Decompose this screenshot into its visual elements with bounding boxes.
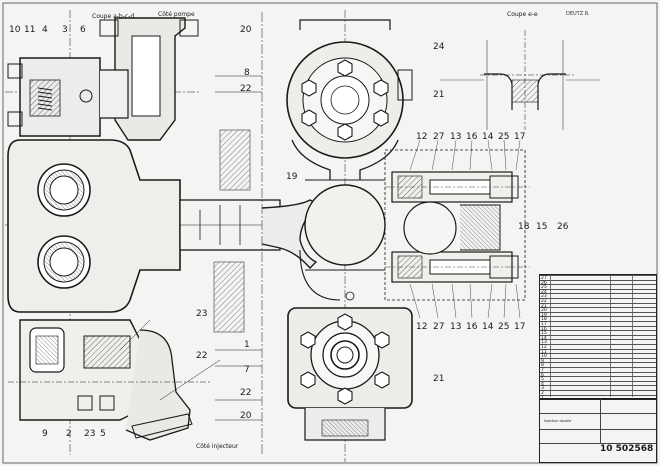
callout-14-top: 14 [482, 132, 494, 142]
parts-list-number: 12 [541, 345, 547, 350]
callout-22-top: 22 [240, 84, 252, 94]
callout-12-bottom: 12 [416, 322, 428, 332]
parts-list-number: 10 [541, 354, 547, 360]
callout-27-top: 27 [433, 132, 445, 142]
title-coupe-ee: Coupe e-e [507, 11, 538, 18]
callout-16-bottom: 16 [466, 322, 478, 332]
callout-21-bottom: 21 [433, 374, 445, 384]
parts-list-number: 8 [541, 363, 544, 369]
callout-27-bottom: 27 [433, 322, 445, 332]
callout-13-bottom: 13 [450, 322, 462, 332]
callout-12-top: 12 [416, 132, 428, 142]
callout-13-top: 13 [450, 132, 462, 142]
callout-8: 8 [244, 68, 250, 78]
parts-list-number: 14 [541, 335, 547, 341]
callout-4: 4 [42, 25, 48, 35]
callout-2: 2 [66, 429, 72, 439]
parts-list-number: 4 [541, 381, 544, 387]
callout-19: 19 [286, 172, 298, 182]
callout-15: 15 [536, 222, 548, 232]
callout-23-mid: 23 [196, 309, 208, 319]
callout-5: 5 [100, 429, 106, 439]
title-coupe-abcd: Coupe a-b-c-d [92, 13, 135, 20]
callout-6: 6 [80, 25, 86, 35]
callout-23-bottom: 23 [84, 429, 96, 439]
callout-25-bottom: 25 [498, 322, 510, 332]
callout-21-top: 21 [433, 90, 445, 100]
callout-20-top: 20 [240, 25, 252, 35]
callout-9: 9 [42, 429, 48, 439]
callout-16-top: 16 [466, 132, 478, 142]
parts-list-number: 23 [541, 294, 547, 300]
parts-list-number: 22 [541, 299, 547, 304]
title-cote-injecteur: Côté injecteur [196, 443, 239, 450]
parts-list-number: 9 [541, 358, 544, 364]
callout-20-bottom: 20 [240, 411, 252, 421]
parts-list-number: 19 [541, 312, 547, 318]
callout-17-bottom: 17 [514, 322, 526, 332]
parts-list-number: 21 [541, 303, 547, 309]
parts-list-number: 18 [541, 317, 547, 323]
parts-list-number: 13 [541, 340, 547, 346]
parts-list-number: 3 [541, 386, 544, 392]
title-block-header: DEUTZ R. [566, 11, 590, 17]
right-section-view [384, 139, 530, 319]
title-block-subtitle: Injection double [544, 419, 572, 423]
callout-24: 24 [433, 42, 445, 52]
parts-list-number: 17 [541, 322, 547, 327]
callout-14-bottom: 14 [482, 322, 494, 332]
callout-26: 26 [557, 222, 569, 232]
parts-list-table: 27 26 25 24 23 22 21 20 19 18 17 16 15 1… [539, 274, 657, 401]
parts-list-number: 7 [541, 368, 544, 373]
middle-front-view [286, 10, 413, 462]
callout-18: 18 [518, 222, 530, 232]
parts-list-number: 26 [541, 280, 547, 286]
parts-list-number: 2 [541, 391, 544, 396]
callout-10: 10 [9, 25, 21, 35]
callout-11: 11 [24, 25, 36, 35]
callout-17-top: 17 [514, 132, 526, 142]
parts-list-number: 11 [541, 349, 547, 355]
title-block: Injection double [539, 398, 657, 463]
parts-list-number: 5 [541, 377, 544, 383]
left-section-view [5, 10, 320, 455]
parts-list-number: 6 [541, 372, 544, 378]
callout-22-bottom: 22 [240, 388, 252, 398]
parts-list-number: 25 [541, 285, 547, 291]
drawing-number: 10 502568 [600, 444, 654, 454]
callout-1: 1 [244, 340, 250, 350]
callout-7: 7 [244, 365, 250, 375]
callout-3: 3 [62, 25, 68, 35]
coupe-ee-detail [440, 30, 600, 130]
parts-list-number: 15 [541, 331, 547, 337]
callout-25-top: 25 [498, 132, 510, 142]
parts-list-number: 16 [541, 326, 547, 332]
callout-22-mid: 22 [196, 351, 208, 361]
title-cote-pompe: Côté pompe [158, 11, 195, 18]
parts-list-number: 20 [541, 308, 547, 314]
parts-list-number: 27 [541, 276, 547, 281]
parts-list-number: 24 [541, 289, 547, 295]
